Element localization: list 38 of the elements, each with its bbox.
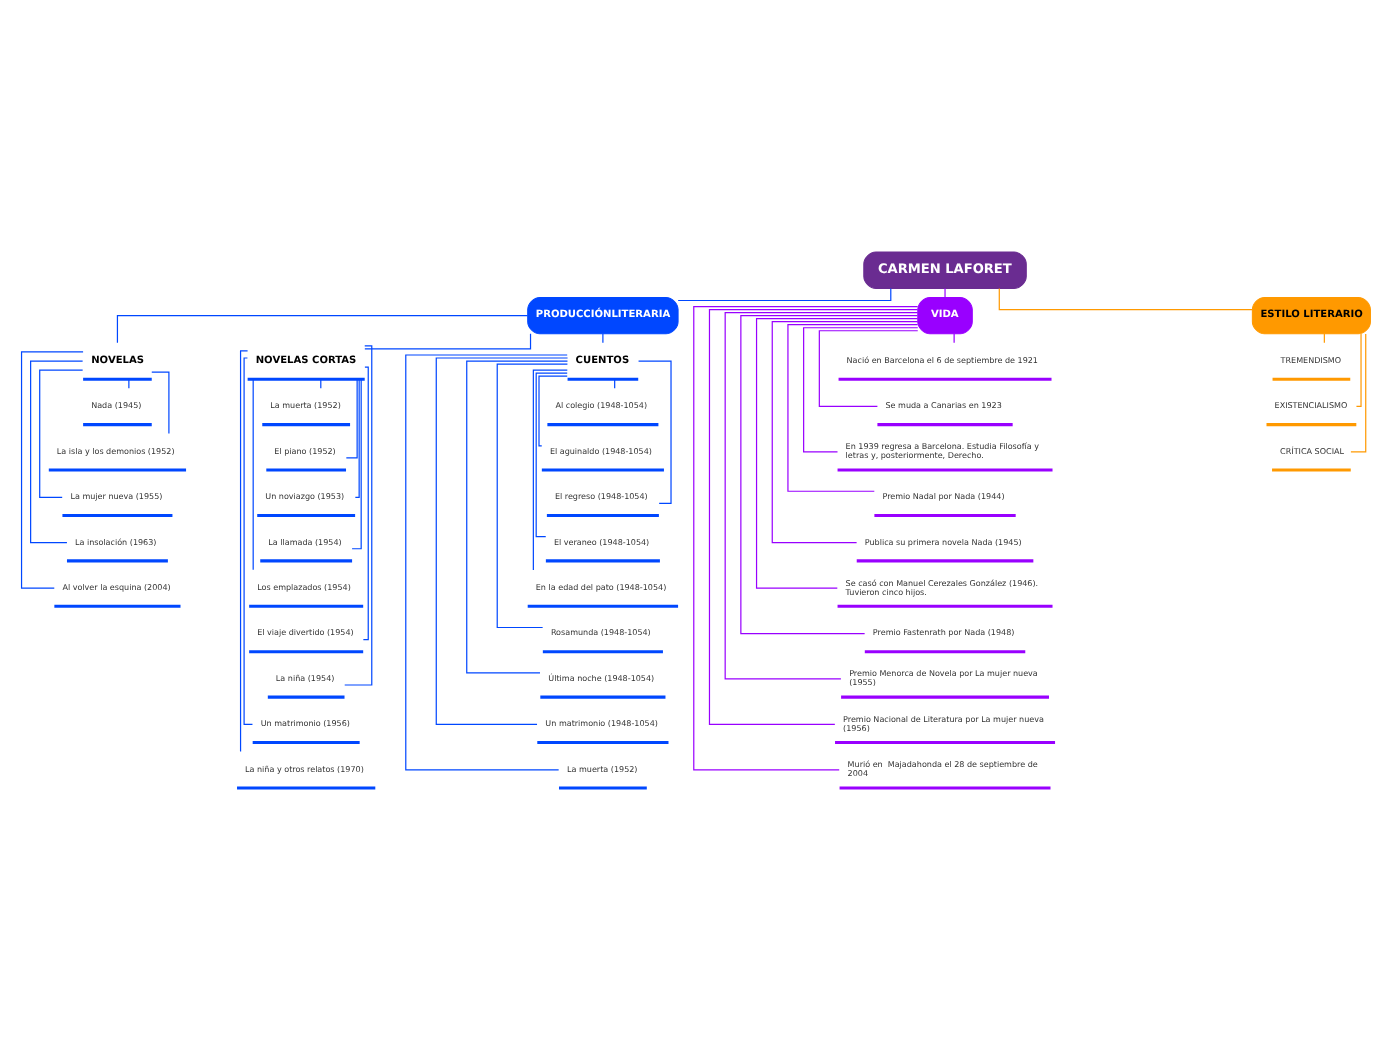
connector (532, 369, 568, 571)
connector (151, 371, 170, 434)
connector (535, 372, 568, 538)
connector (724, 312, 919, 680)
connector (602, 333, 604, 344)
connector (803, 327, 919, 453)
connector (771, 321, 919, 544)
connector (466, 360, 569, 674)
connector (435, 357, 569, 725)
connector (818, 330, 919, 408)
connector (39, 369, 84, 498)
connector (128, 378, 130, 389)
connector (1355, 333, 1362, 408)
connector (243, 357, 254, 725)
connector (740, 315, 919, 635)
connector (405, 354, 568, 771)
connector (1350, 333, 1367, 453)
connector (944, 287, 946, 298)
connector (252, 378, 254, 571)
connector (239, 350, 249, 753)
connector (116, 315, 529, 344)
connector (693, 305, 919, 771)
connector (345, 378, 358, 459)
connector (953, 333, 955, 344)
connector (496, 363, 569, 629)
connector (677, 287, 892, 302)
connector (344, 345, 373, 686)
connector (637, 360, 672, 504)
connector (538, 375, 568, 447)
connector (708, 308, 919, 725)
connector (362, 366, 369, 641)
connector (20, 351, 84, 589)
connector (30, 360, 84, 544)
connector (351, 378, 362, 550)
connector (364, 333, 532, 350)
connector (354, 378, 360, 498)
connector (787, 324, 919, 492)
connector (755, 318, 919, 589)
